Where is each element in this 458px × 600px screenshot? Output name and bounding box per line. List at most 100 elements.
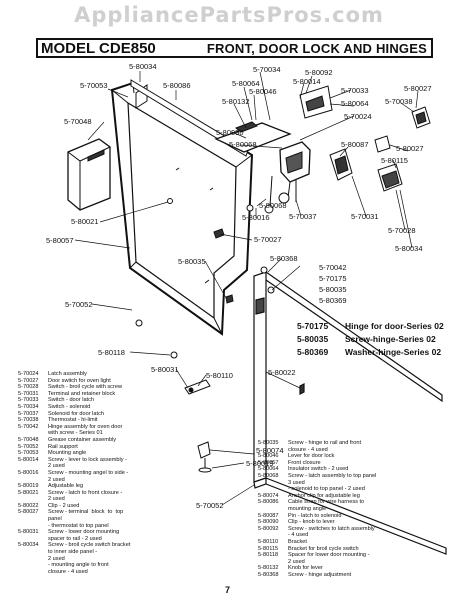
leader-lines — [74, 71, 419, 506]
legend-description: panel — [48, 516, 62, 523]
callout-label: 5-80068 — [259, 201, 287, 210]
legend-description: 3 used — [288, 479, 305, 486]
callout-label: 5-80034 — [395, 244, 423, 253]
legend-part-number: 5-80092 — [258, 525, 279, 532]
legend-part-number — [18, 516, 48, 523]
callout-label: 5-80368 — [270, 254, 298, 263]
legend-part-number — [18, 562, 48, 569]
legend-part-number — [258, 480, 288, 487]
legend-row: closure - 4 used — [18, 569, 130, 576]
callout-label: 5-70038 — [385, 97, 413, 106]
legend-part-number — [18, 569, 48, 576]
legend-part-number: 5-70031 — [18, 390, 39, 397]
legend-description: Spacer for lower door mounting - — [288, 552, 370, 559]
legend-row: with screw - Series 01 — [18, 430, 130, 437]
legend-description: - mounting angle to front — [48, 562, 109, 569]
note-part-number: 5-80369 — [297, 347, 328, 357]
legend-row: 5-80074 Anchor clip for adjustable leg — [258, 493, 376, 500]
callout-label: 5-70033 — [341, 86, 369, 95]
legend-description: 2 used — [48, 496, 65, 503]
rail-support — [253, 271, 447, 555]
legend-part-number: 5-70028 — [18, 384, 39, 391]
callout-label: 5-80090 — [216, 128, 244, 137]
callout-label: 5-80034 — [129, 62, 157, 71]
callout-label: 5-70052 — [65, 300, 93, 309]
legend-part-number: 5-70034 — [18, 403, 39, 410]
legend-row: spacer to rail - 2 used — [18, 536, 130, 543]
legend-part-number: 5-80087 — [258, 512, 279, 519]
diagram-title: FRONT, DOOR LOCK AND HINGES — [206, 41, 427, 56]
switches — [329, 106, 431, 192]
legend-description: Insulator switch - 2 used — [288, 466, 349, 473]
callout-label: 5-70052 — [196, 501, 224, 510]
note-description: Hinge for door-Series 02 — [345, 321, 444, 331]
legend-part-number — [258, 447, 288, 454]
legend-part-number — [18, 430, 48, 437]
legend-part-number — [18, 463, 48, 470]
legend-part-number: 5-80014 — [18, 456, 39, 463]
legend-description: Screw - broil cycle switch bracket — [48, 542, 131, 549]
legend-part-number: 5-80132 — [258, 565, 279, 572]
page-number: 7 — [225, 585, 231, 595]
legend-description: Clip - knob to lever — [288, 519, 335, 526]
legend-part-number: 5-70038 — [18, 417, 39, 424]
note-part-number: 5-80035 — [297, 334, 328, 344]
legend-description: closure - 4 used — [48, 568, 88, 575]
legend-description: Cable strap for wire harness to — [288, 499, 365, 506]
legend-description: Anchor clip for adjustable leg — [288, 492, 360, 499]
legend-part-number: 5-80057 — [258, 459, 279, 466]
legend-description: to inner side panel - — [48, 549, 98, 556]
legend-part-number — [18, 496, 48, 503]
callout-label: 5-80087 — [341, 140, 369, 149]
note-part-number: 5-70175 — [297, 321, 328, 331]
grease-container — [67, 138, 111, 211]
legend-part-number: 5-80110 — [258, 538, 279, 545]
legend-description: Thermostat - hi-limit — [48, 417, 98, 424]
legend-description: Mounting angle — [48, 450, 87, 457]
legend-description: Front closure — [288, 459, 321, 466]
note-description: Washer-hinge-Series 02 — [345, 347, 441, 357]
legend-row: 2 used — [18, 496, 130, 503]
legend-part-number: 5-80118 — [258, 552, 279, 559]
callout-label: 5-80035 — [319, 285, 347, 294]
legend-part-number — [18, 556, 48, 563]
callout-label: 5-80027 — [404, 84, 432, 93]
callout-label: 5-70175 — [319, 274, 347, 283]
callout-label: 5-70024 — [344, 112, 372, 121]
legend-row: 3 used — [258, 480, 376, 487]
legend-description: - solenoid to top panel - 2 used — [288, 486, 365, 493]
callout-label: 5-80022 — [268, 368, 296, 377]
legend-description: 2 used — [288, 558, 305, 565]
callout-label: 5-70048 — [64, 117, 92, 126]
legend-description: Screw - lower door mounting — [48, 529, 120, 536]
legend-part-number: 5-80031 — [18, 529, 39, 536]
legend-row: 5-70038 Thermostat - hi-limit — [18, 417, 130, 424]
legend-part-number: 5-80046 — [258, 453, 279, 460]
callout-label: 5-70042 — [319, 263, 347, 272]
legend-description: with screw - Series 01 — [48, 430, 103, 437]
legend-description: - thermostat to top panel — [48, 522, 109, 529]
callout-label: 5-80035 — [178, 257, 206, 266]
callout-label: 5-70027 — [254, 235, 282, 244]
legend-part-number: 5-80074 — [258, 492, 279, 499]
legend-part-number: 5-70048 — [18, 436, 39, 443]
latch-assembly — [214, 85, 333, 214]
legend-part-number — [258, 506, 288, 513]
legend-part-number: 5-80034 — [18, 542, 39, 549]
callout-label: 5-80118 — [98, 348, 125, 357]
legend-description: Screw - latch assembly to top panel — [288, 472, 377, 479]
